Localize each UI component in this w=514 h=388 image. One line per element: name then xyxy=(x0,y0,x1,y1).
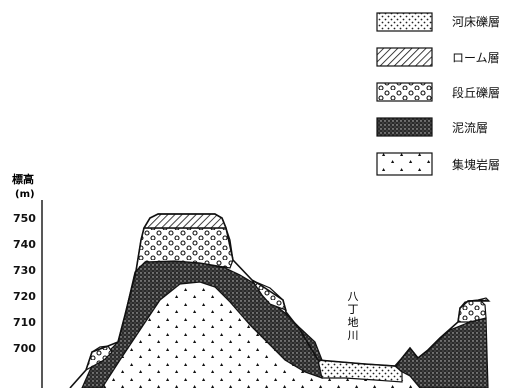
legend-label-agglomerate: 集塊岩層 xyxy=(452,157,500,172)
river-label-char: 丁 xyxy=(348,303,359,316)
legend-swatch-riverbed-gravel xyxy=(377,13,432,31)
legend-label-riverbed-gravel: 河床礫層 xyxy=(452,14,500,29)
legend-item-mudflow: 泥流層 xyxy=(377,118,488,136)
cross-section xyxy=(70,214,490,388)
legend: 河床礫層 ローム層 段丘礫層 泥流層 集塊岩層 xyxy=(377,13,500,175)
axis-unit: (m) xyxy=(15,189,35,200)
river-label-char: 地 xyxy=(348,316,359,329)
terrace-gravel-right-edge xyxy=(458,300,486,322)
river-label: 八丁地川 xyxy=(348,290,359,342)
legend-swatch-mudflow xyxy=(377,118,432,136)
river-label-char: 八 xyxy=(348,290,359,303)
loam-cap xyxy=(144,214,226,228)
tick-label-750: 750 xyxy=(13,212,36,225)
legend-label-terrace-gravel: 段丘礫層 xyxy=(452,85,500,100)
legend-swatch-loam xyxy=(377,48,432,66)
river-label-char: 川 xyxy=(348,329,359,342)
river-annotation: 八丁地川 xyxy=(348,290,359,342)
legend-swatch-agglomerate xyxy=(377,153,432,175)
tick-label-700: 700 xyxy=(13,342,36,355)
elevation-axis: 標高 (m) 750 740 730 720 710 700 xyxy=(12,172,42,388)
legend-item-terrace-gravel: 段丘礫層 xyxy=(377,83,500,101)
legend-swatch-terrace-gravel xyxy=(377,83,432,101)
legend-item-agglomerate: 集塊岩層 xyxy=(377,153,500,175)
tick-label-710: 710 xyxy=(13,316,36,329)
axis-title: 標高 xyxy=(12,172,34,186)
tick-label-740: 740 xyxy=(13,238,36,251)
legend-item-loam: ローム層 xyxy=(377,48,500,66)
legend-item-riverbed-gravel: 河床礫層 xyxy=(377,13,500,31)
legend-label-mudflow: 泥流層 xyxy=(452,121,488,135)
tick-label-720: 720 xyxy=(13,290,36,303)
legend-label-loam: ローム層 xyxy=(452,51,500,65)
tick-label-730: 730 xyxy=(13,264,36,277)
